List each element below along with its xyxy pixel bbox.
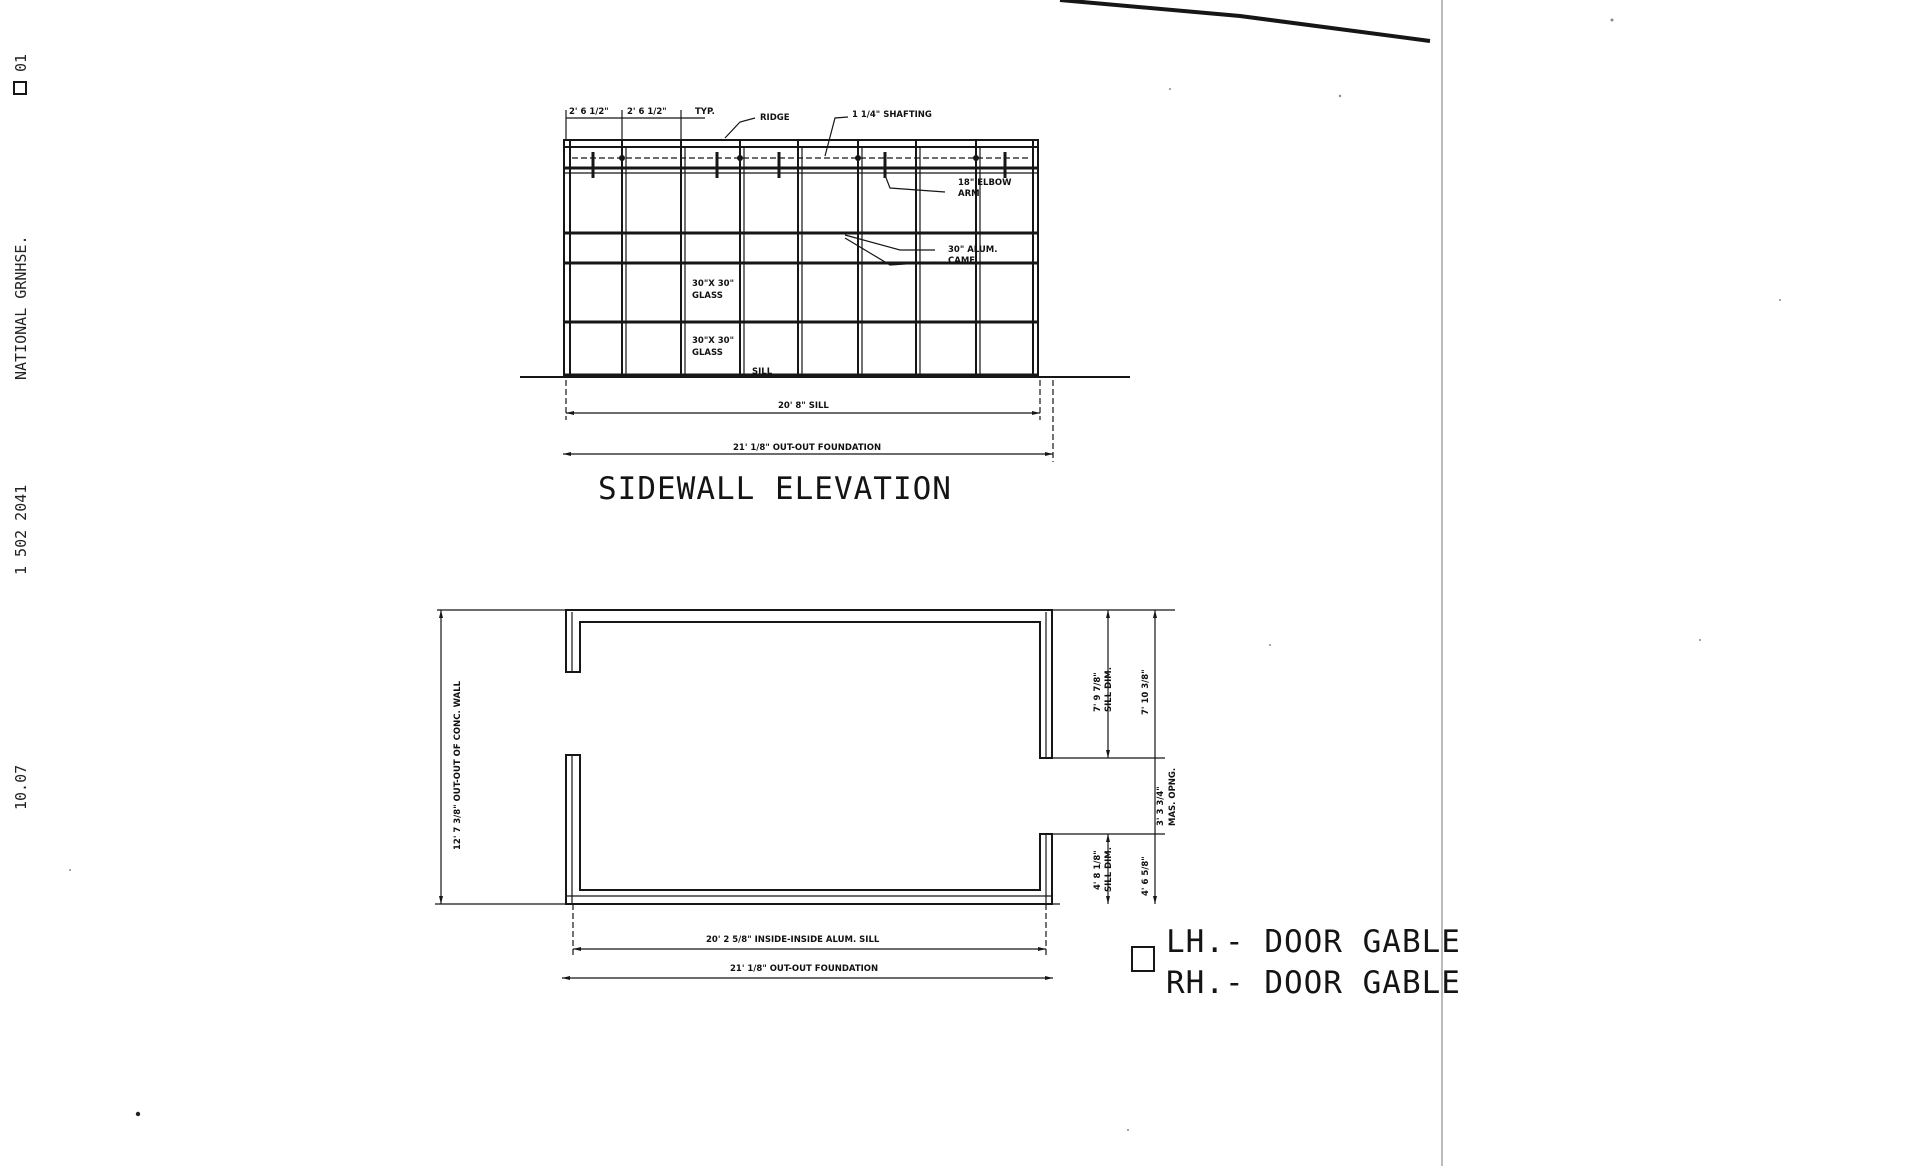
scan-edge-stroke: [1059, 0, 1431, 43]
upper-overall-label: 7' 10 3/8": [1141, 669, 1151, 715]
sill-label: SILL: [752, 367, 773, 377]
lower-overall-label: 4' 6 5/8": [1141, 856, 1151, 896]
overall-width-label: 12' 7 3/8" OUT-OUT OF CONC. WALL: [453, 680, 463, 850]
sidewall-elevation: 2' 6 1/2" 2' 6 1/2" TYP. RIDGE 1 1/4" SH…: [520, 107, 1130, 507]
alum-came-label-2: CAME: [948, 256, 975, 266]
ridge-label: RIDGE: [760, 113, 790, 123]
lower-sill-dim-label: 4' 8 1/8": [1093, 850, 1103, 890]
upper-sill-dim-label: 7' 9 7/8": [1093, 672, 1103, 712]
sidewall-elevation-title: SIDEWALL ELEVATION: [598, 471, 952, 507]
door-opening-caption: MAS. OPNG.: [1168, 768, 1178, 826]
alum-came-label-1: 30" ALUM.: [948, 245, 998, 255]
fax-header: 01 NATIONAL GRNHSE. 1 502 2041 10.07: [12, 54, 30, 810]
foundation-dimension: 21' 1/8" OUT-OUT FOUNDATION: [563, 380, 1054, 462]
greenhouse-wall-lower: [565, 754, 1053, 905]
scan-noise: [69, 18, 1781, 1131]
rh-door-gable-option: RH.- DOOR GABLE: [1166, 965, 1461, 1001]
door-gable-checkbox[interactable]: [1131, 946, 1155, 972]
shafting-label: 1 1/4" SHAFTING: [852, 110, 932, 120]
foundation-length-label: 21' 1/8" OUT-OUT FOUNDATION: [733, 443, 881, 453]
typical-label: TYP.: [695, 107, 715, 117]
fax-sender-phone: 1 502 2041: [12, 485, 30, 575]
fax-page-marker: 01: [12, 54, 30, 72]
elbow-arm-label-2: ARM: [958, 189, 980, 199]
glass-lower-label-2: GLASS: [692, 348, 723, 358]
sill-dimension: 20' 8" SILL: [565, 380, 1041, 420]
glass-upper-label-1: 30"X 30": [692, 279, 734, 289]
bay-spacing-dimension: 2' 6 1/2" 2' 6 1/2" TYP.: [565, 107, 715, 140]
vent-arms: [591, 152, 1007, 178]
glass-lower-label-1: 30"X 30": [692, 336, 734, 346]
vertical-posts: [569, 140, 1034, 377]
door-gable-legend: LH.- DOOR GABLE RH.- DOOR GABLE: [1131, 924, 1461, 1001]
upper-sill-dim-caption: SILL DIM.: [1104, 667, 1114, 712]
plan-view: 12' 7 3/8" OUT-OUT OF CONC. WALL 7' 9 7/…: [435, 609, 1178, 980]
fax-checkbox-icon: [13, 81, 27, 95]
bay-spacing-label-1: 2' 6 1/2": [569, 107, 609, 117]
fax-sender-name: NATIONAL GRNHSE.: [12, 236, 30, 381]
greenhouse-wall-outer: [565, 609, 1053, 759]
glass-upper-label-2: GLASS: [692, 291, 723, 301]
plan-foundation-length-label: 21' 1/8" OUT-OUT FOUNDATION: [730, 964, 878, 974]
fax-date-fragment: 10.07: [12, 765, 30, 810]
lower-sill-dim-caption: SILL DIM.: [1104, 847, 1114, 892]
elbow-arm-label-1: 18" ELBOW: [958, 178, 1012, 188]
sill-length-label: 20' 8" SILL: [778, 401, 829, 411]
bay-spacing-label-2: 2' 6 1/2": [627, 107, 667, 117]
door-opening-label: 3' 3 3/4": [1156, 786, 1166, 826]
inside-length-label: 20' 2 5/8" INSIDE-INSIDE ALUM. SILL: [706, 935, 880, 945]
lh-door-gable-option: LH.- DOOR GABLE: [1166, 924, 1461, 960]
